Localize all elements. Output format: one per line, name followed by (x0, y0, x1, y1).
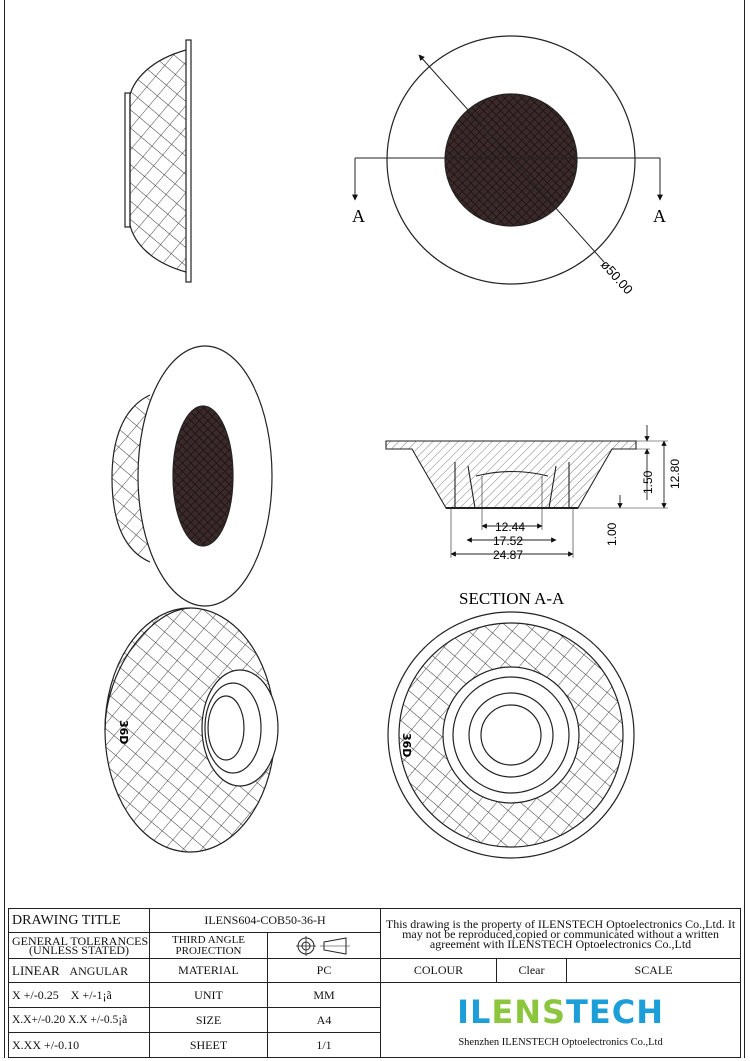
size-value: A4 (266, 1007, 382, 1033)
tolerance-xxx: X.XX +/-0.10 (8, 1032, 150, 1058)
drawing-title-value: ILENS604-COB50-36-H (148, 908, 382, 933)
isometric-front-view (111, 345, 273, 607)
sheet-label: SHEET (149, 1032, 268, 1058)
company-block: ILENSTECH Shenzhen ILENSTECH Optoelectro… (380, 982, 742, 1058)
side-view (124, 39, 192, 283)
dim-1-50: 1.50 (641, 470, 655, 494)
beam-mark-left: 36D (117, 720, 130, 744)
linear-label: LINEAR (12, 962, 60, 978)
unit-label: UNIT (149, 982, 268, 1008)
front-view (352, 35, 663, 285)
dim-12-44: 12.44 (495, 520, 525, 534)
company-name: Shenzhen ILENSTECH Optoelectronics Co.,L… (458, 1036, 663, 1048)
title-block: DRAWING TITLE ILENS604-COB50-36-H This d… (8, 908, 742, 1058)
tolerance-x: X +/-0.25 X +/-1¡ã (8, 982, 150, 1008)
tolerance-xx-linear: X.X+/-0.20 (12, 1014, 66, 1026)
tolerance-xx-angular: X.X +/-0.5¡ã (68, 1014, 128, 1026)
general-tolerances-label: GENERAL TOLERANCES (12, 933, 149, 948)
brand-name: ILENSTECH (457, 992, 664, 1031)
technical-drawing: A A ø50.00 12.44 17.52 24.87 1.50 12.80 … (104, 35, 682, 859)
beam-mark-right: 36D (400, 733, 413, 757)
tolerance-x-angular: X +/-1¡ã (70, 987, 112, 1002)
brand-logo: ILENSTECH (384, 993, 737, 1031)
projection-label-line2: PROJECTION (175, 944, 242, 957)
size-label: SIZE (149, 1007, 268, 1033)
material-value: PC (266, 958, 382, 983)
scale-label: SCALE (566, 958, 742, 983)
colour-label: COLOUR (380, 958, 498, 983)
diameter-label: ø50.00 (598, 257, 636, 297)
isometric-back-view (104, 607, 279, 853)
linear-angular-header: LINEAR ANGULAR (8, 958, 150, 983)
unit-value: MM (266, 982, 382, 1008)
drawing-frame (4, 0, 745, 1058)
projection-symbol (266, 932, 382, 959)
drawing-title-label: DRAWING TITLE (8, 908, 150, 933)
third-angle-projection-icon (296, 935, 350, 956)
section-marker-left: A (352, 206, 365, 226)
dim-1-00: 1.00 (605, 522, 619, 546)
ownership-notice: This drawing is the property of ILENSTEC… (380, 908, 742, 959)
unless-stated-label: (UNLESS STATED) (28, 942, 130, 957)
section-view (385, 425, 668, 558)
dim-12-80: 12.80 (668, 459, 682, 489)
angular-label: ANGULAR (69, 963, 129, 978)
dim-17-52: 17.52 (493, 534, 523, 548)
projection-label: THIRD ANGLE PROJECTION (149, 932, 268, 959)
tolerance-xx: X.X+/-0.20 X.X +/-0.5¡ã (8, 1007, 150, 1033)
colour-value: Clear (496, 958, 568, 983)
section-title: SECTION A-A (459, 589, 565, 608)
back-view (387, 611, 635, 859)
tolerance-x-linear: X +/-0.25 (12, 987, 59, 1002)
sheet-value: 1/1 (266, 1032, 382, 1058)
material-label: MATERIAL (149, 958, 268, 983)
projection-label-line1: THIRD ANGLE (171, 933, 246, 946)
section-marker-right: A (653, 206, 666, 226)
general-tolerances: GENERAL TOLERANCES (UNLESS STATED) (8, 932, 150, 959)
dim-24-87: 24.87 (493, 548, 523, 562)
